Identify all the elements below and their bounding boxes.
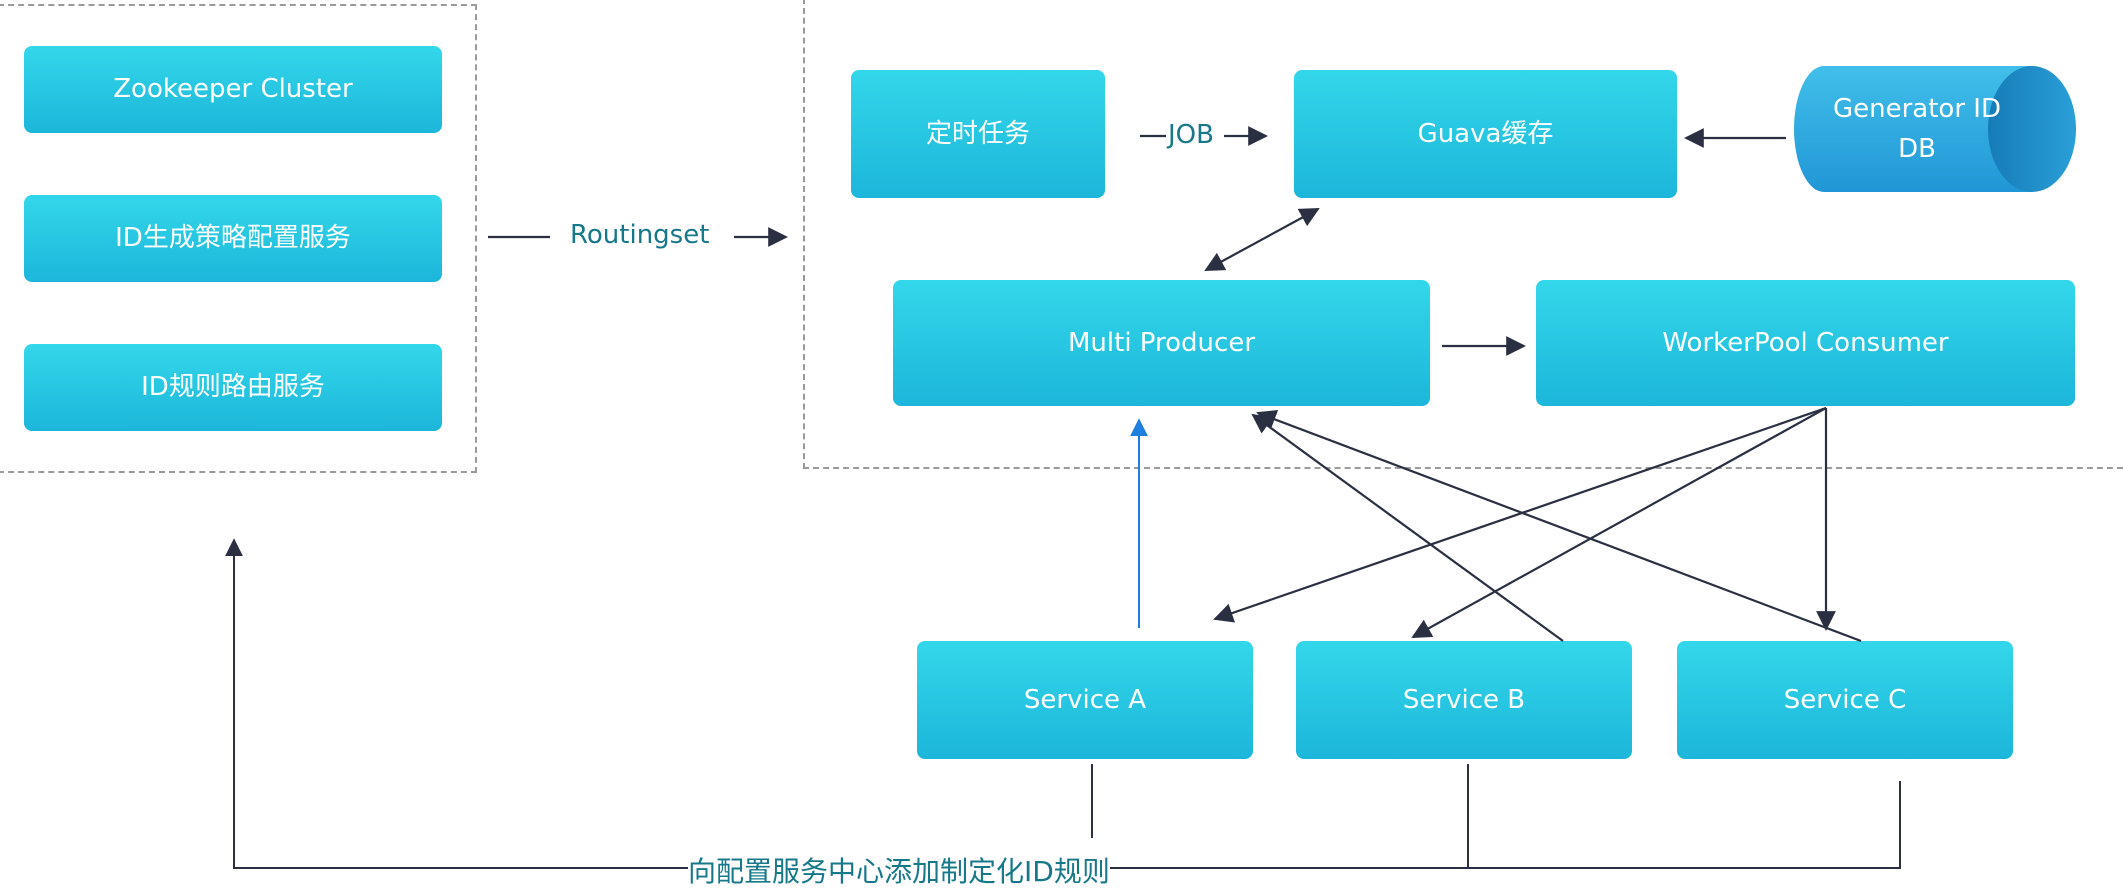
id-generator-group [803,0,2124,469]
db-label-line2: DB [1898,134,1936,164]
id-strategy-config-service-label: ID生成策略配置服务 [115,223,351,253]
workerpool-consumer-label: WorkerPool Consumer [1662,327,1949,358]
generator-id-db-cylinder[interactable]: Generator ID DB [1792,64,2077,194]
consumer-to-service-b-edge [1411,407,1827,638]
feedback-bus-left [225,538,688,869]
guava-producer-edge [1204,208,1320,271]
service-b-box[interactable]: Service B [1296,641,1632,759]
multi-producer-label: Multi Producer [1067,327,1256,358]
db-label-line1: Generator ID [1833,94,2001,124]
guava-cache-box[interactable]: Guava缓存 [1294,70,1677,198]
service-b-to-producer-edge [1251,413,1564,642]
workerpool-consumer-box[interactable]: WorkerPool Consumer [1536,280,2075,406]
service-c-to-producer-edge [1256,410,1862,643]
database-icon [1794,66,2076,192]
service-c-box[interactable]: Service C [1677,641,2013,759]
zookeeper-cluster-label: Zookeeper Cluster [113,74,353,104]
consumer-to-service-a-edge [1213,406,1827,623]
service-a-box[interactable]: Service A [917,641,1253,759]
id-rule-routing-service-label: ID规则路由服务 [141,372,325,402]
add-rule-label: 向配置服务中心添加制定化ID规则 [688,850,1110,890]
scheduled-task-box[interactable]: 定时任务 [851,70,1105,198]
service-c-label: Service C [1783,684,1907,715]
service-a-label: Service A [1023,684,1147,715]
service-b-label: Service B [1402,684,1526,715]
job-label: JOB [1168,120,1214,150]
routingset-label: Routingset [570,220,710,250]
config-services-group [0,4,477,473]
id-strategy-config-service-box[interactable]: ID生成策略配置服务 [24,195,442,282]
multi-producer-box[interactable]: Multi Producer [893,280,1430,406]
id-rule-routing-service-box[interactable]: ID规则路由服务 [24,344,442,431]
scheduled-task-label: 定时任务 [925,118,1030,149]
generator-id-db-label: Generator ID DB [1812,89,2022,169]
guava-cache-label: Guava缓存 [1417,118,1554,149]
zookeeper-cluster-box[interactable]: Zookeeper Cluster [24,46,442,133]
